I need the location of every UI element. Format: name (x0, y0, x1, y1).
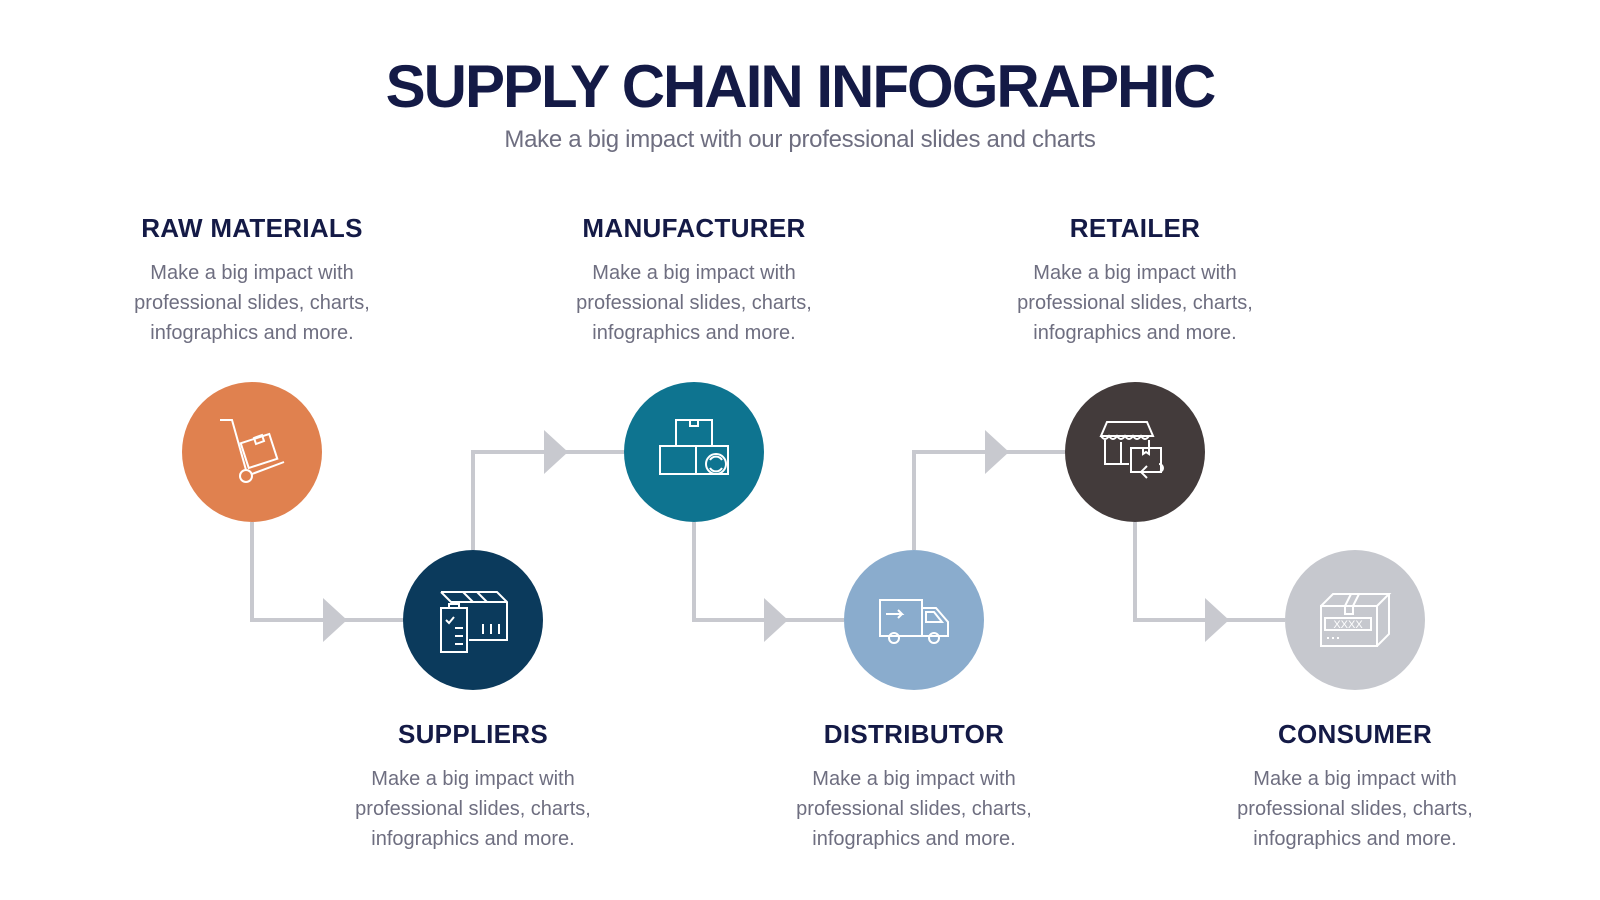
step-description: Make a big impact with professional slid… (355, 768, 591, 850)
page-title: SUPPLY CHAIN INFOGRAPHIC (385, 53, 1217, 120)
step-circle-manufacturer (624, 382, 764, 522)
step-description: Make a big impact with professional slid… (576, 262, 812, 344)
step-circle-suppliers (403, 550, 543, 690)
arrow-icon (323, 598, 347, 642)
page-subtitle: Make a big impact with our professional … (504, 126, 1096, 153)
arrow-icon (544, 430, 568, 474)
step-description: Make a big impact with professional slid… (796, 768, 1032, 850)
step-manufacturer: MANUFACTURER Make a big impact with prof… (544, 213, 844, 348)
connector-4 (912, 450, 1065, 550)
step-title: SUPPLIERS (397, 719, 549, 749)
step-consumer: CONSUMER Make a big impact with professi… (1205, 719, 1505, 854)
connector-3 (692, 522, 844, 622)
arrow-icon (985, 430, 1009, 474)
step-distributor: DISTRIBUTOR Make a big impact with profe… (764, 719, 1064, 854)
step-description: Make a big impact with professional slid… (1017, 262, 1253, 344)
hand-truck-icon (220, 419, 285, 483)
step-circle-distributor (844, 550, 984, 690)
svg-text:XXXX: XXXX (1333, 619, 1363, 631)
step-description: Make a big impact with professional slid… (134, 262, 370, 344)
connector-2 (471, 450, 624, 550)
box-clipboard-icon (440, 591, 508, 653)
connector-1 (250, 522, 403, 622)
store-return-icon (1099, 421, 1164, 479)
step-circle-retailer (1065, 382, 1205, 522)
arrow-icon (1205, 598, 1229, 642)
delivery-truck-icon (879, 599, 949, 644)
step-title: MANUFACTURER (582, 213, 806, 243)
step-retailer: RETAILER Make a big impact with professi… (985, 213, 1285, 348)
step-circle-consumer: XXXX (1285, 550, 1425, 690)
step-suppliers: SUPPLIERS Make a big impact with profess… (323, 719, 623, 854)
step-title: CONSUMER (1277, 719, 1433, 749)
step-circle-raw-materials (182, 382, 322, 522)
step-title: DISTRIBUTOR (823, 719, 1005, 749)
connector-5 (1133, 522, 1285, 622)
boxes-cycle-icon (659, 419, 729, 475)
arrow-icon (764, 598, 788, 642)
step-description: Make a big impact with professional slid… (1237, 768, 1473, 850)
package-icon: XXXX (1320, 593, 1392, 647)
step-title: RAW MATERIALS (141, 213, 363, 243)
step-raw-materials: RAW MATERIALS Make a big impact with pro… (102, 213, 402, 348)
step-title: RETAILER (1069, 213, 1201, 243)
